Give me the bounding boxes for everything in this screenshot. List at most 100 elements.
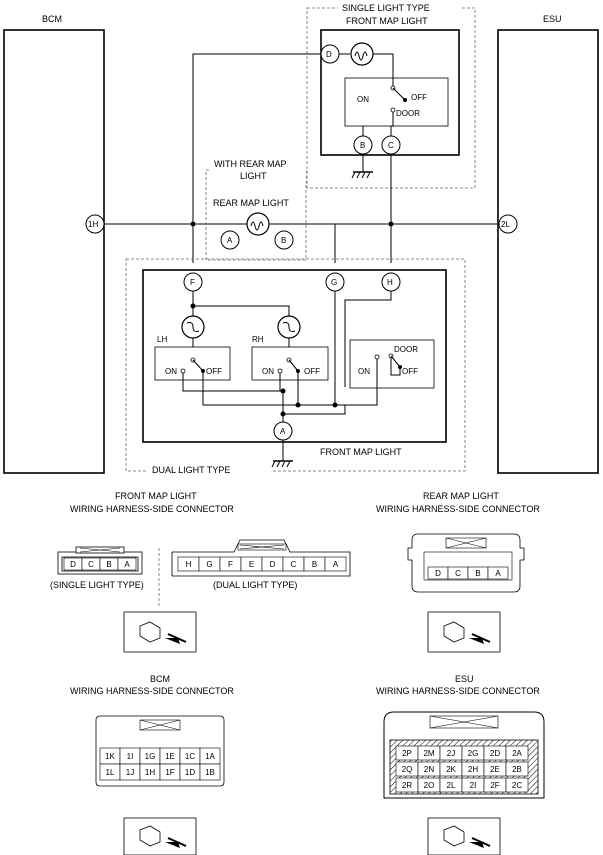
lh-switch-box	[154, 346, 231, 381]
esu-pin: 2M	[423, 749, 434, 758]
single-switch-box	[344, 77, 449, 127]
connector-view-icon	[427, 611, 501, 653]
esu-pin: 2Q	[402, 765, 413, 774]
terminal-a-rear	[220, 230, 240, 250]
single-door-label: DOOR	[396, 109, 420, 118]
svg-text:C: C	[388, 141, 394, 150]
dual-pin: H	[186, 560, 192, 569]
bcm-pin: 1J	[126, 768, 134, 777]
esu-pin: 2A	[512, 749, 522, 758]
bcm-pin: 1H	[145, 768, 155, 777]
esu-pin: 2C	[512, 781, 522, 790]
esu-pin: 2O	[424, 781, 435, 790]
svg-text:F: F	[190, 278, 195, 287]
esu-pin: 2N	[424, 765, 434, 774]
bcm-connector-title1: BCM	[150, 674, 170, 684]
bcm-pin: 1G	[145, 752, 156, 761]
rear-map-bulb	[246, 212, 270, 236]
esu-pin: 2H	[468, 765, 478, 774]
door-switch-box	[349, 339, 435, 389]
esu-label: ESU	[543, 14, 562, 24]
esu-pin: 2B	[512, 765, 522, 774]
single-pin: A	[124, 560, 130, 569]
rear-pin: D	[435, 569, 441, 578]
esu-pin: 2L	[447, 781, 456, 790]
svg-text:ON: ON	[165, 367, 177, 376]
esu-pin-cell	[505, 745, 529, 761]
svg-text:D: D	[326, 50, 332, 59]
esu-pin-cell	[505, 761, 529, 777]
dual-pin: E	[249, 560, 254, 569]
single-off-label: OFF	[411, 93, 427, 102]
wire-rear-to-g	[258, 223, 336, 263]
esu-pin: 2I	[470, 781, 477, 790]
dual-connector-caption: (DUAL LIGHT TYPE)	[213, 580, 297, 590]
connector-view-icon	[427, 817, 501, 855]
bcm-pin-cell	[199, 763, 221, 781]
svg-text:DOOR: DOOR	[394, 345, 418, 354]
svg-text:A: A	[227, 236, 233, 245]
svg-text:G: G	[331, 278, 337, 287]
dual-light-type-boundary	[125, 258, 466, 472]
esu-pin: 2J	[447, 749, 455, 758]
single-pin-cell	[117, 557, 137, 571]
single-pin: B	[106, 560, 111, 569]
esu-pin: 2G	[468, 749, 479, 758]
bcm-connector-title2: WIRING HARNESS-SIDE CONNECTOR	[70, 686, 234, 696]
dual-pin: D	[270, 560, 276, 569]
single-front-map-light-label: FRONT MAP LIGHT	[346, 16, 428, 26]
bcm-pin: 1L	[106, 768, 115, 777]
esu-pin-cell	[505, 777, 529, 793]
esu-module	[497, 29, 599, 474]
svg-text:OFF: OFF	[206, 367, 222, 376]
bcm-pin: 1K	[105, 752, 115, 761]
esu-pin: 2D	[490, 749, 500, 758]
esu-pin: 2R	[402, 781, 412, 790]
lh-label: LH	[157, 335, 167, 344]
rh-switch-box	[251, 346, 329, 381]
rear-pin-cell	[487, 566, 509, 580]
svg-text:B: B	[360, 141, 365, 150]
rear-connector-title2: WIRING HARNESS-SIDE CONNECTOR	[376, 504, 540, 514]
rear-pin: B	[475, 569, 480, 578]
esu-connector-title2: WIRING HARNESS-SIDE CONNECTOR	[376, 686, 540, 696]
esu-connector-title1: ESU	[455, 674, 474, 684]
single-connector-caption: (SINGLE LIGHT TYPE)	[50, 580, 144, 590]
with-rear-map-label-line1: WITH REAR MAP	[214, 159, 287, 169]
rh-label: RH	[252, 335, 264, 344]
svg-text:OFF: OFF	[304, 367, 320, 376]
svg-text:B: B	[281, 236, 286, 245]
connector-view-icon	[123, 817, 197, 855]
dual-front-map-light-label: FRONT MAP LIGHT	[320, 447, 402, 457]
front-connector-title1: FRONT MAP LIGHT	[115, 491, 197, 501]
svg-text:2L: 2L	[501, 220, 510, 229]
svg-text:H: H	[387, 278, 393, 287]
rear-map-light-label: REAR MAP LIGHT	[213, 198, 289, 208]
connector-view-icon	[123, 611, 197, 653]
terminal-b-rear	[274, 230, 294, 250]
bcm-pin: 1A	[205, 752, 215, 761]
single-pin: C	[88, 560, 94, 569]
single-bulb	[350, 42, 374, 66]
svg-text:A: A	[280, 427, 286, 436]
svg-text:ON: ON	[358, 367, 370, 376]
terminal-1h	[85, 214, 105, 234]
single-pin: D	[70, 560, 76, 569]
dual-light-type-label: DUAL LIGHT TYPE	[152, 465, 230, 475]
wire-f-to-d	[192, 53, 321, 263]
bcm-pin: 1C	[185, 752, 195, 761]
bcm-label: BCM	[42, 14, 62, 24]
dual-pin: F	[228, 560, 233, 569]
rear-connector-title1: REAR MAP LIGHT	[423, 491, 499, 501]
bcm-module	[3, 29, 105, 474]
esu-pin: 2E	[490, 765, 500, 774]
bcm-pin: 1B	[205, 768, 215, 777]
bcm-pin: 1I	[127, 752, 134, 761]
dual-pin: A	[333, 560, 339, 569]
